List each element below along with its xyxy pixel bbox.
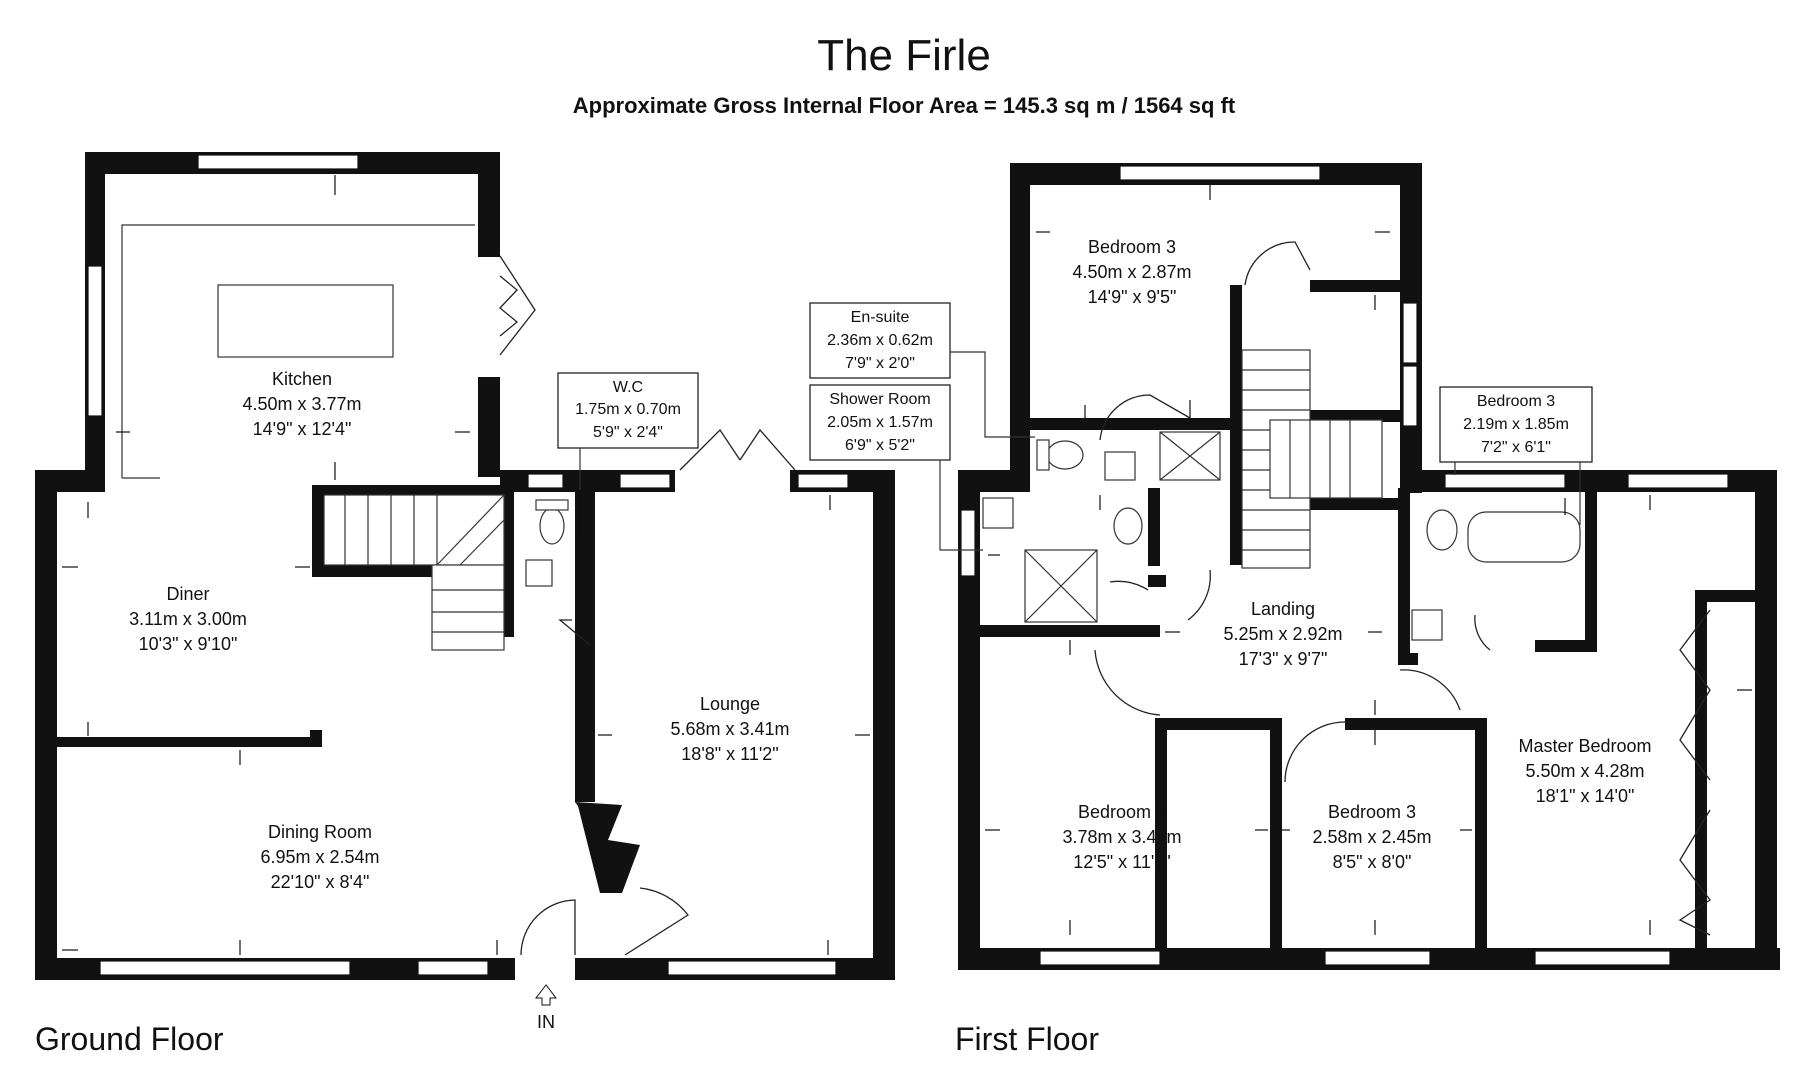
- shower-room-metric: 2.05m x 1.57m: [827, 414, 933, 431]
- floor-area-text: Approximate Gross Internal Floor Area = …: [573, 93, 1236, 118]
- dining-room-metric: 6.95m x 2.54m: [260, 847, 379, 867]
- bedroom-top-name: Bedroom 3: [1088, 237, 1176, 257]
- bedroom-left-metric: 3.78m x 3.40m: [1062, 827, 1181, 847]
- ground-floor-plan: IN Kitchen 4.50m x 3.77m 14'9" x 12'4" D…: [35, 152, 895, 1057]
- lounge-imperial: 18'8" x 11'2": [681, 744, 778, 764]
- kitchen-name: Kitchen: [272, 369, 332, 389]
- shower-room-callout: [809, 384, 951, 461]
- shower-room-name: Shower Room: [829, 391, 930, 408]
- dining-room-name: Dining Room: [268, 822, 372, 842]
- bedroom-mid-metric: 2.58m x 2.45m: [1312, 827, 1431, 847]
- first-floor-label: First Floor: [955, 1021, 1099, 1057]
- ground-stairs: [323, 494, 505, 651]
- master-bedroom-metric: 5.50m x 4.28m: [1525, 761, 1644, 781]
- ensuite-callout: [809, 302, 951, 379]
- bathroom-callout: [1439, 386, 1593, 463]
- first-floor-plan: Bedroom 3 4.50m x 2.87m 14'9" x 9'5" En-…: [809, 163, 1780, 1057]
- ground-floor-label: Ground Floor: [35, 1021, 224, 1057]
- entrance-label: IN: [537, 1012, 555, 1032]
- lounge-name: Lounge: [700, 694, 760, 714]
- dining-room-imperial: 22'10" x 8'4": [271, 872, 370, 892]
- wc-callout: [557, 372, 699, 449]
- ensuite-metric: 2.36m x 0.62m: [827, 332, 933, 349]
- lounge-metric: 5.68m x 3.41m: [670, 719, 789, 739]
- plan-title: The Firle: [817, 31, 991, 80]
- bedroom-mid-imperial: 8'5" x 8'0": [1333, 852, 1412, 872]
- ensuite-name: En-suite: [851, 309, 910, 326]
- wc-metric: 1.75m x 0.70m: [575, 401, 681, 418]
- diner-metric: 3.11m x 3.00m: [129, 609, 247, 629]
- master-bedroom-imperial: 18'1" x 14'0": [1536, 786, 1635, 806]
- wc-imperial: 5'9" x 2'4": [593, 424, 663, 441]
- kitchen-metric: 4.50m x 3.77m: [242, 394, 361, 414]
- bedroom-top-imperial: 14'9" x 9'5": [1088, 287, 1177, 307]
- shower-room-imperial: 6'9" x 5'2": [845, 437, 915, 454]
- bedroom-top-metric: 4.50m x 2.87m: [1072, 262, 1191, 282]
- first-stairs: [1241, 349, 1383, 569]
- diner-imperial: 10'3" x 9'10": [139, 634, 238, 654]
- wc-name: W.C: [613, 379, 643, 396]
- bedroom-mid-name: Bedroom 3: [1328, 802, 1416, 822]
- entrance-arrow: [534, 984, 558, 1006]
- bedroom-left-name: Bedroom 3: [1078, 802, 1166, 822]
- landing-imperial: 17'3" x 9'7": [1239, 649, 1328, 669]
- bathroom-name: Bedroom 3: [1477, 393, 1555, 410]
- ensuite-imperial: 7'9" x 2'0": [845, 355, 915, 372]
- landing-metric: 5.25m x 2.92m: [1223, 624, 1342, 644]
- master-bedroom-name: Master Bedroom: [1518, 736, 1651, 756]
- bathroom-metric: 2.19m x 1.85m: [1463, 416, 1569, 433]
- diner-name: Diner: [166, 584, 209, 604]
- bedroom-left-imperial: 12'5" x 11'5": [1073, 852, 1170, 872]
- landing-name: Landing: [1251, 599, 1315, 619]
- bathroom-imperial: 7'2" x 6'1": [1481, 439, 1551, 456]
- kitchen-imperial: 14'9" x 12'4": [253, 419, 352, 439]
